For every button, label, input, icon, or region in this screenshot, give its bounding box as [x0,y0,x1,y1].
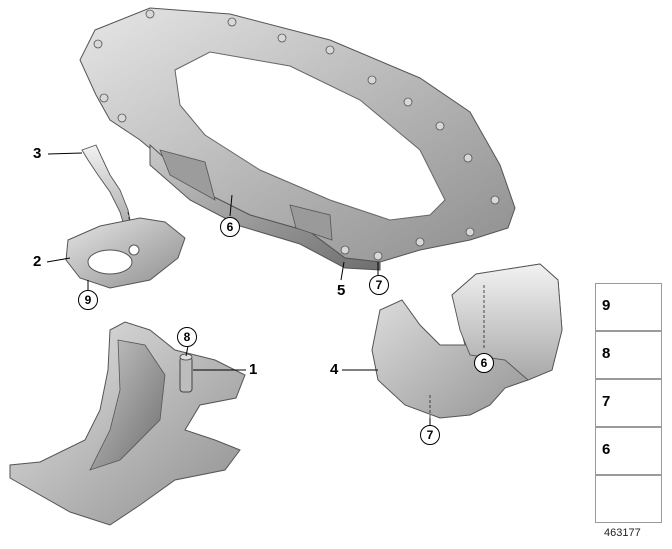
callout-2: 2 [33,253,42,270]
side-shield [371,263,563,425]
legend-item-6: 6 [595,427,662,475]
legend-item-8: 8 [595,331,662,379]
circled-callout-6: 6 [220,217,240,237]
circled-callout-7-side: 7 [420,425,440,445]
legend-number: 6 [602,441,611,458]
legend-arrow-box [595,475,662,523]
callout-4: 4 [330,361,339,378]
diagram-id: 463177 [604,527,641,539]
circled-callout-8: 8 [177,327,197,347]
legend-number: 7 [602,393,611,410]
callout-5: 5 [337,282,346,299]
circled-callout-7: 7 [369,275,389,295]
callout-3: 3 [33,145,42,162]
legend-item-7: 7 [595,379,662,427]
circled-callout-6-side: 6 [474,353,494,373]
leader-lines [46,152,431,425]
legend-item-9: 9 [595,283,662,331]
legend-number: 8 [602,345,611,362]
lower-underbody-shield [9,321,246,526]
circled-callout-9: 9 [78,290,98,310]
callout-1: 1 [249,361,258,378]
legend-number: 9 [602,297,611,314]
upper-underbody-shield [79,7,516,271]
heat-shield-plate [65,217,186,289]
